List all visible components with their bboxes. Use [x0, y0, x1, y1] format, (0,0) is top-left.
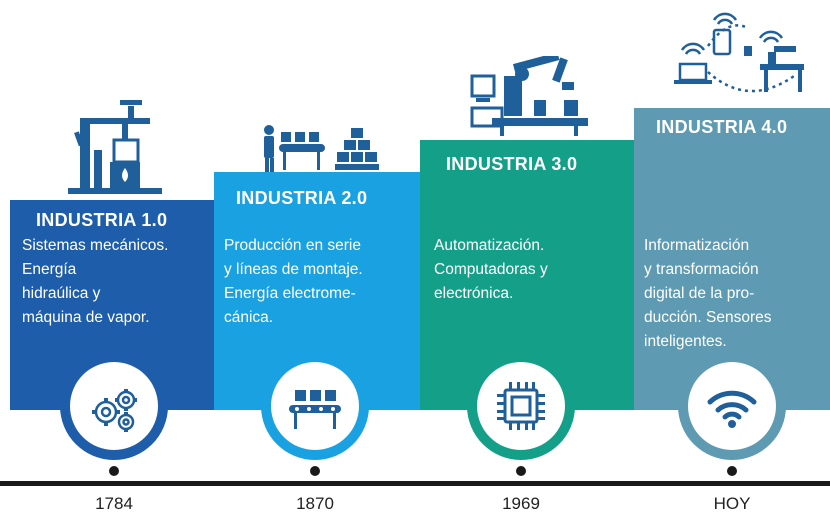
- year-label-1870: 1870: [296, 494, 334, 513]
- year-label-1784: 1784: [95, 494, 133, 513]
- connected-devices-illustration: [674, 12, 804, 93]
- industria-1-title: INDUSTRIA 1.0: [36, 210, 168, 230]
- industria-3-title: INDUSTRIA 3.0: [446, 154, 578, 174]
- industria-1-icon-circle: [60, 352, 168, 460]
- timeline-marker-1870: [310, 466, 320, 476]
- wifi-icon: [707, 390, 757, 428]
- conveyor-icon: [289, 390, 341, 429]
- timeline-marker-1969: [516, 466, 526, 476]
- industria-2-description: Producción en serie y líneas de montaje.…: [224, 237, 363, 326]
- industria-4-icon-circle: [678, 352, 786, 460]
- assembly-line-illustration: [264, 125, 379, 172]
- gears-icon: [92, 389, 137, 432]
- year-label-hoy: HOY: [713, 494, 751, 513]
- robotic-arm-illustration: [470, 56, 588, 136]
- industria-3-description: Automatización. Computadoras y electróni…: [434, 237, 548, 302]
- industria-2-title: INDUSTRIA 2.0: [236, 188, 368, 208]
- timeline-axis: [0, 481, 830, 486]
- industria-1-description: Sistemas mecánicos. Energía hidraúlica y…: [22, 237, 169, 326]
- industria-4-description: Informatización y transformación digital…: [644, 237, 772, 350]
- steam-engine-illustration: [68, 100, 162, 194]
- year-label-1969: 1969: [502, 494, 540, 513]
- industria-3-icon-circle: [467, 352, 575, 460]
- industria-4-title: INDUSTRIA 4.0: [656, 117, 788, 137]
- industria-2-icon-circle: [261, 352, 369, 460]
- chip-icon: [497, 382, 545, 430]
- timeline-marker-hoy: [727, 466, 737, 476]
- timeline-marker-1784: [109, 466, 119, 476]
